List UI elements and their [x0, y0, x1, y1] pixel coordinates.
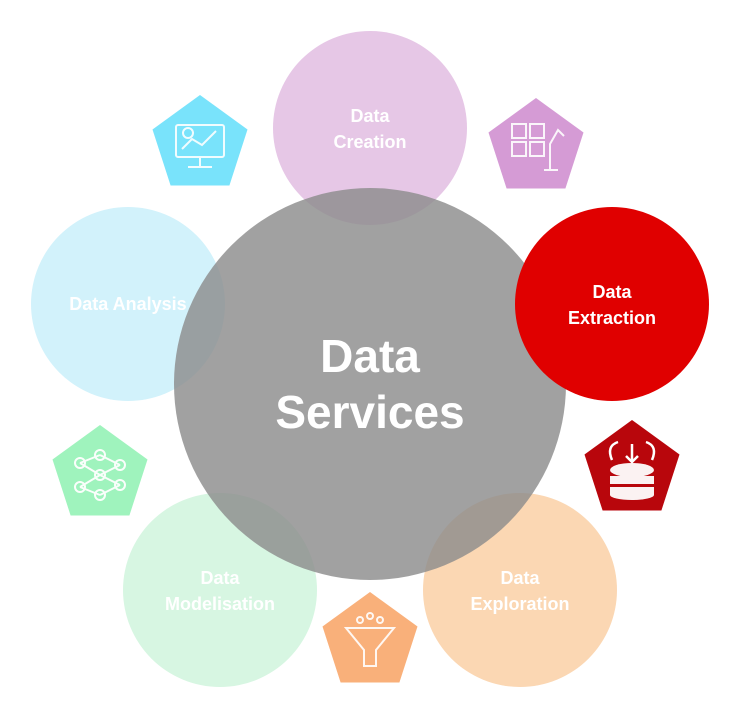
node-data-modelisation-line1: Data: [200, 568, 240, 588]
data-funnel-icon: [322, 592, 418, 683]
node-data-extraction-line1: Data: [592, 282, 632, 302]
neural-network-icon: [52, 425, 148, 516]
node-data-creation-line2: Creation: [333, 132, 406, 152]
database-stack-icon: [584, 420, 680, 511]
annotation-robot-icon: [488, 98, 584, 189]
center-title-line1: Data: [320, 330, 420, 382]
node-data-creation-circle: [273, 31, 467, 225]
node-data-extraction-line2: Extraction: [568, 308, 656, 328]
analytics-monitor-icon: [152, 95, 248, 186]
node-data-extraction-circle: [515, 207, 709, 401]
node-data-exploration-line2: Exploration: [470, 594, 569, 614]
node-data-analysis-circle: [31, 207, 225, 401]
center-title-line2: Services: [275, 386, 464, 438]
center-data-services-circle: [174, 188, 566, 580]
node-data-analysis-label: Data Analysis: [69, 294, 186, 314]
node-data-modelisation-line2: Modelisation: [165, 594, 275, 614]
node-data-creation-line1: Data: [350, 106, 390, 126]
node-data-exploration-line1: Data: [500, 568, 540, 588]
